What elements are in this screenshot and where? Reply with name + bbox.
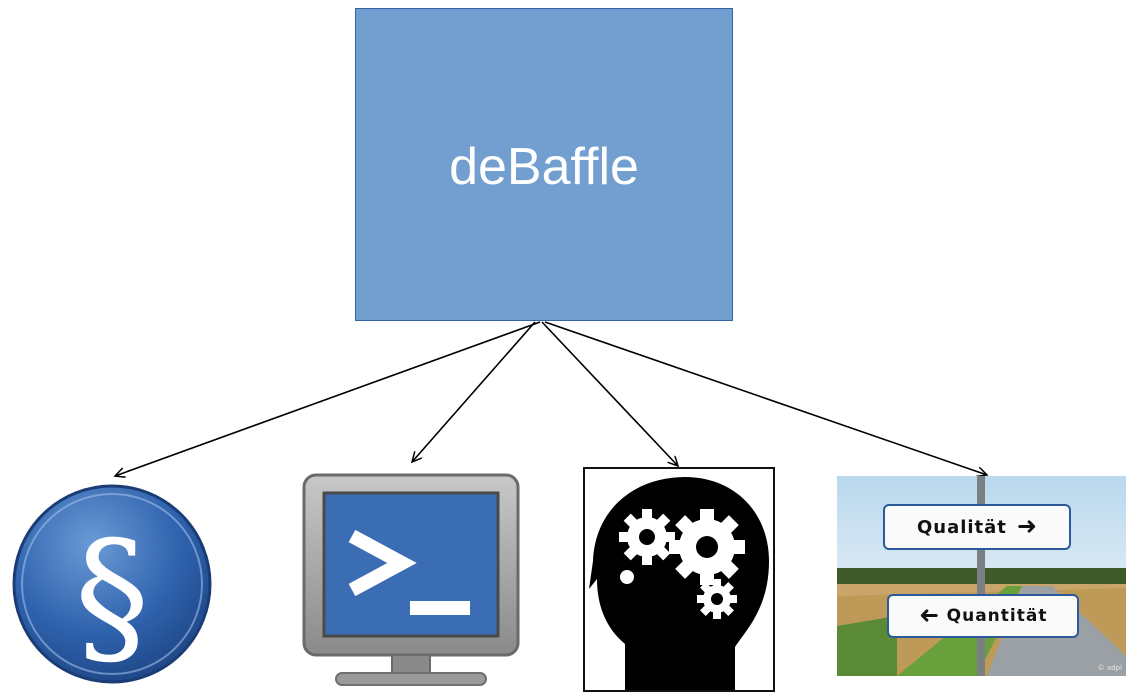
root-node: deBaffle <box>355 8 733 321</box>
arrow-to-signpost <box>544 321 987 475</box>
sign-quantitaet-label: Quantität <box>946 606 1048 626</box>
section-glyph: § <box>75 510 150 684</box>
sign-qualitaet-label: Qualität <box>916 516 1007 538</box>
arrow-to-brain <box>541 321 678 466</box>
terminal-icon <box>300 471 522 692</box>
photo-watermark: © adpi <box>1097 664 1122 672</box>
root-label: deBaffle <box>449 137 639 196</box>
brain-gears-icon <box>583 467 775 692</box>
arrow-left-icon: ➜ <box>918 602 939 629</box>
signpost-photo: Qualität ➜ ➜ Quantität © adpi <box>837 476 1126 676</box>
arrow-right-icon: ➜ <box>1016 513 1038 540</box>
arrow-to-terminal <box>412 321 536 462</box>
sign-quantitaet: ➜ Quantität <box>887 594 1079 638</box>
law-section-icon: § <box>10 480 214 692</box>
arrow-to-law <box>115 321 541 476</box>
sign-qualitaet: Qualität ➜ <box>883 504 1071 550</box>
